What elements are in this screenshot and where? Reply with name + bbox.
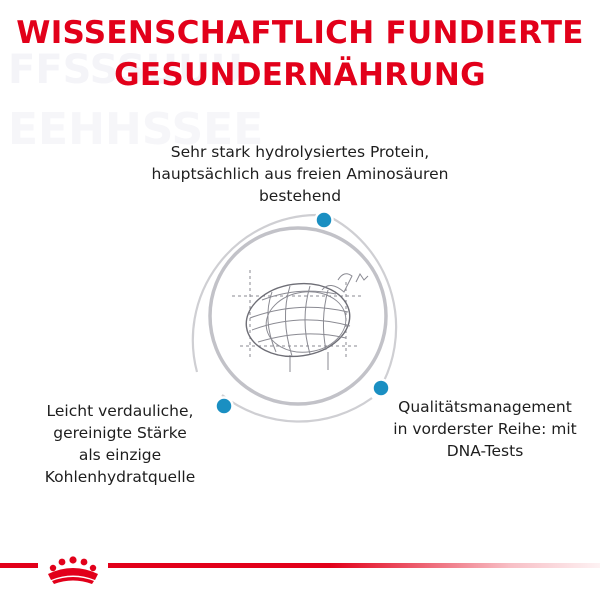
benefit-starch-line-4: Kohlenhydratquelle xyxy=(44,468,196,486)
headline-line-1: WISSENSCHAFTLICH FUNDIERTE xyxy=(16,15,584,51)
benefit-quality-line-1: Qualitätsmanagement xyxy=(398,398,572,416)
kibble-sketch-icon xyxy=(232,270,369,372)
benefit-starch-line-1: Leicht verdauliche, xyxy=(46,402,194,420)
benefit-protein-line-1: Sehr stark hydrolysiertes Protein, xyxy=(170,143,430,161)
benefit-starch-line-2: gereinigte Stärke xyxy=(53,424,187,442)
benefit-protein-line-2: hauptsächlich aus freien Aminosäuren xyxy=(151,165,449,183)
outer-ring-bottom-arc xyxy=(221,394,373,423)
background-watermark-text-2: EEHHSSEE xyxy=(8,104,264,155)
dot-icon-left xyxy=(214,396,234,416)
headline-line-2: GESUNDERNÄHRUNG xyxy=(114,57,486,93)
benefit-quality-line-2: in vorderster Reihe: mit xyxy=(393,420,577,438)
benefit-protein: Sehr stark hydrolysiertes Protein, haupt… xyxy=(150,141,450,207)
benefit-starch-line-3: als einzige xyxy=(78,446,162,464)
outer-ring-right-arc xyxy=(331,217,398,393)
benefit-quality-line-3: DNA-Tests xyxy=(446,442,524,460)
benefit-quality: Qualitätsmanagement in vorderster Reihe:… xyxy=(385,396,585,462)
background-watermark-text: FFSSSUUU xyxy=(8,47,243,93)
headline: WISSENSCHAFTLICH FUNDIERTE GESUNDERNÄHRU… xyxy=(0,12,600,96)
brand-footer-bar xyxy=(0,563,600,568)
dot-icon-top xyxy=(314,210,334,230)
benefit-protein-line-3: bestehend xyxy=(258,187,342,205)
dot-icon-right xyxy=(371,378,391,398)
inner-ring xyxy=(208,226,388,406)
outer-ring-top-arc xyxy=(191,213,317,373)
benefit-starch: Leicht verdauliche, gereinigte Stärke al… xyxy=(20,400,220,488)
royal-crown-logo xyxy=(38,540,108,590)
